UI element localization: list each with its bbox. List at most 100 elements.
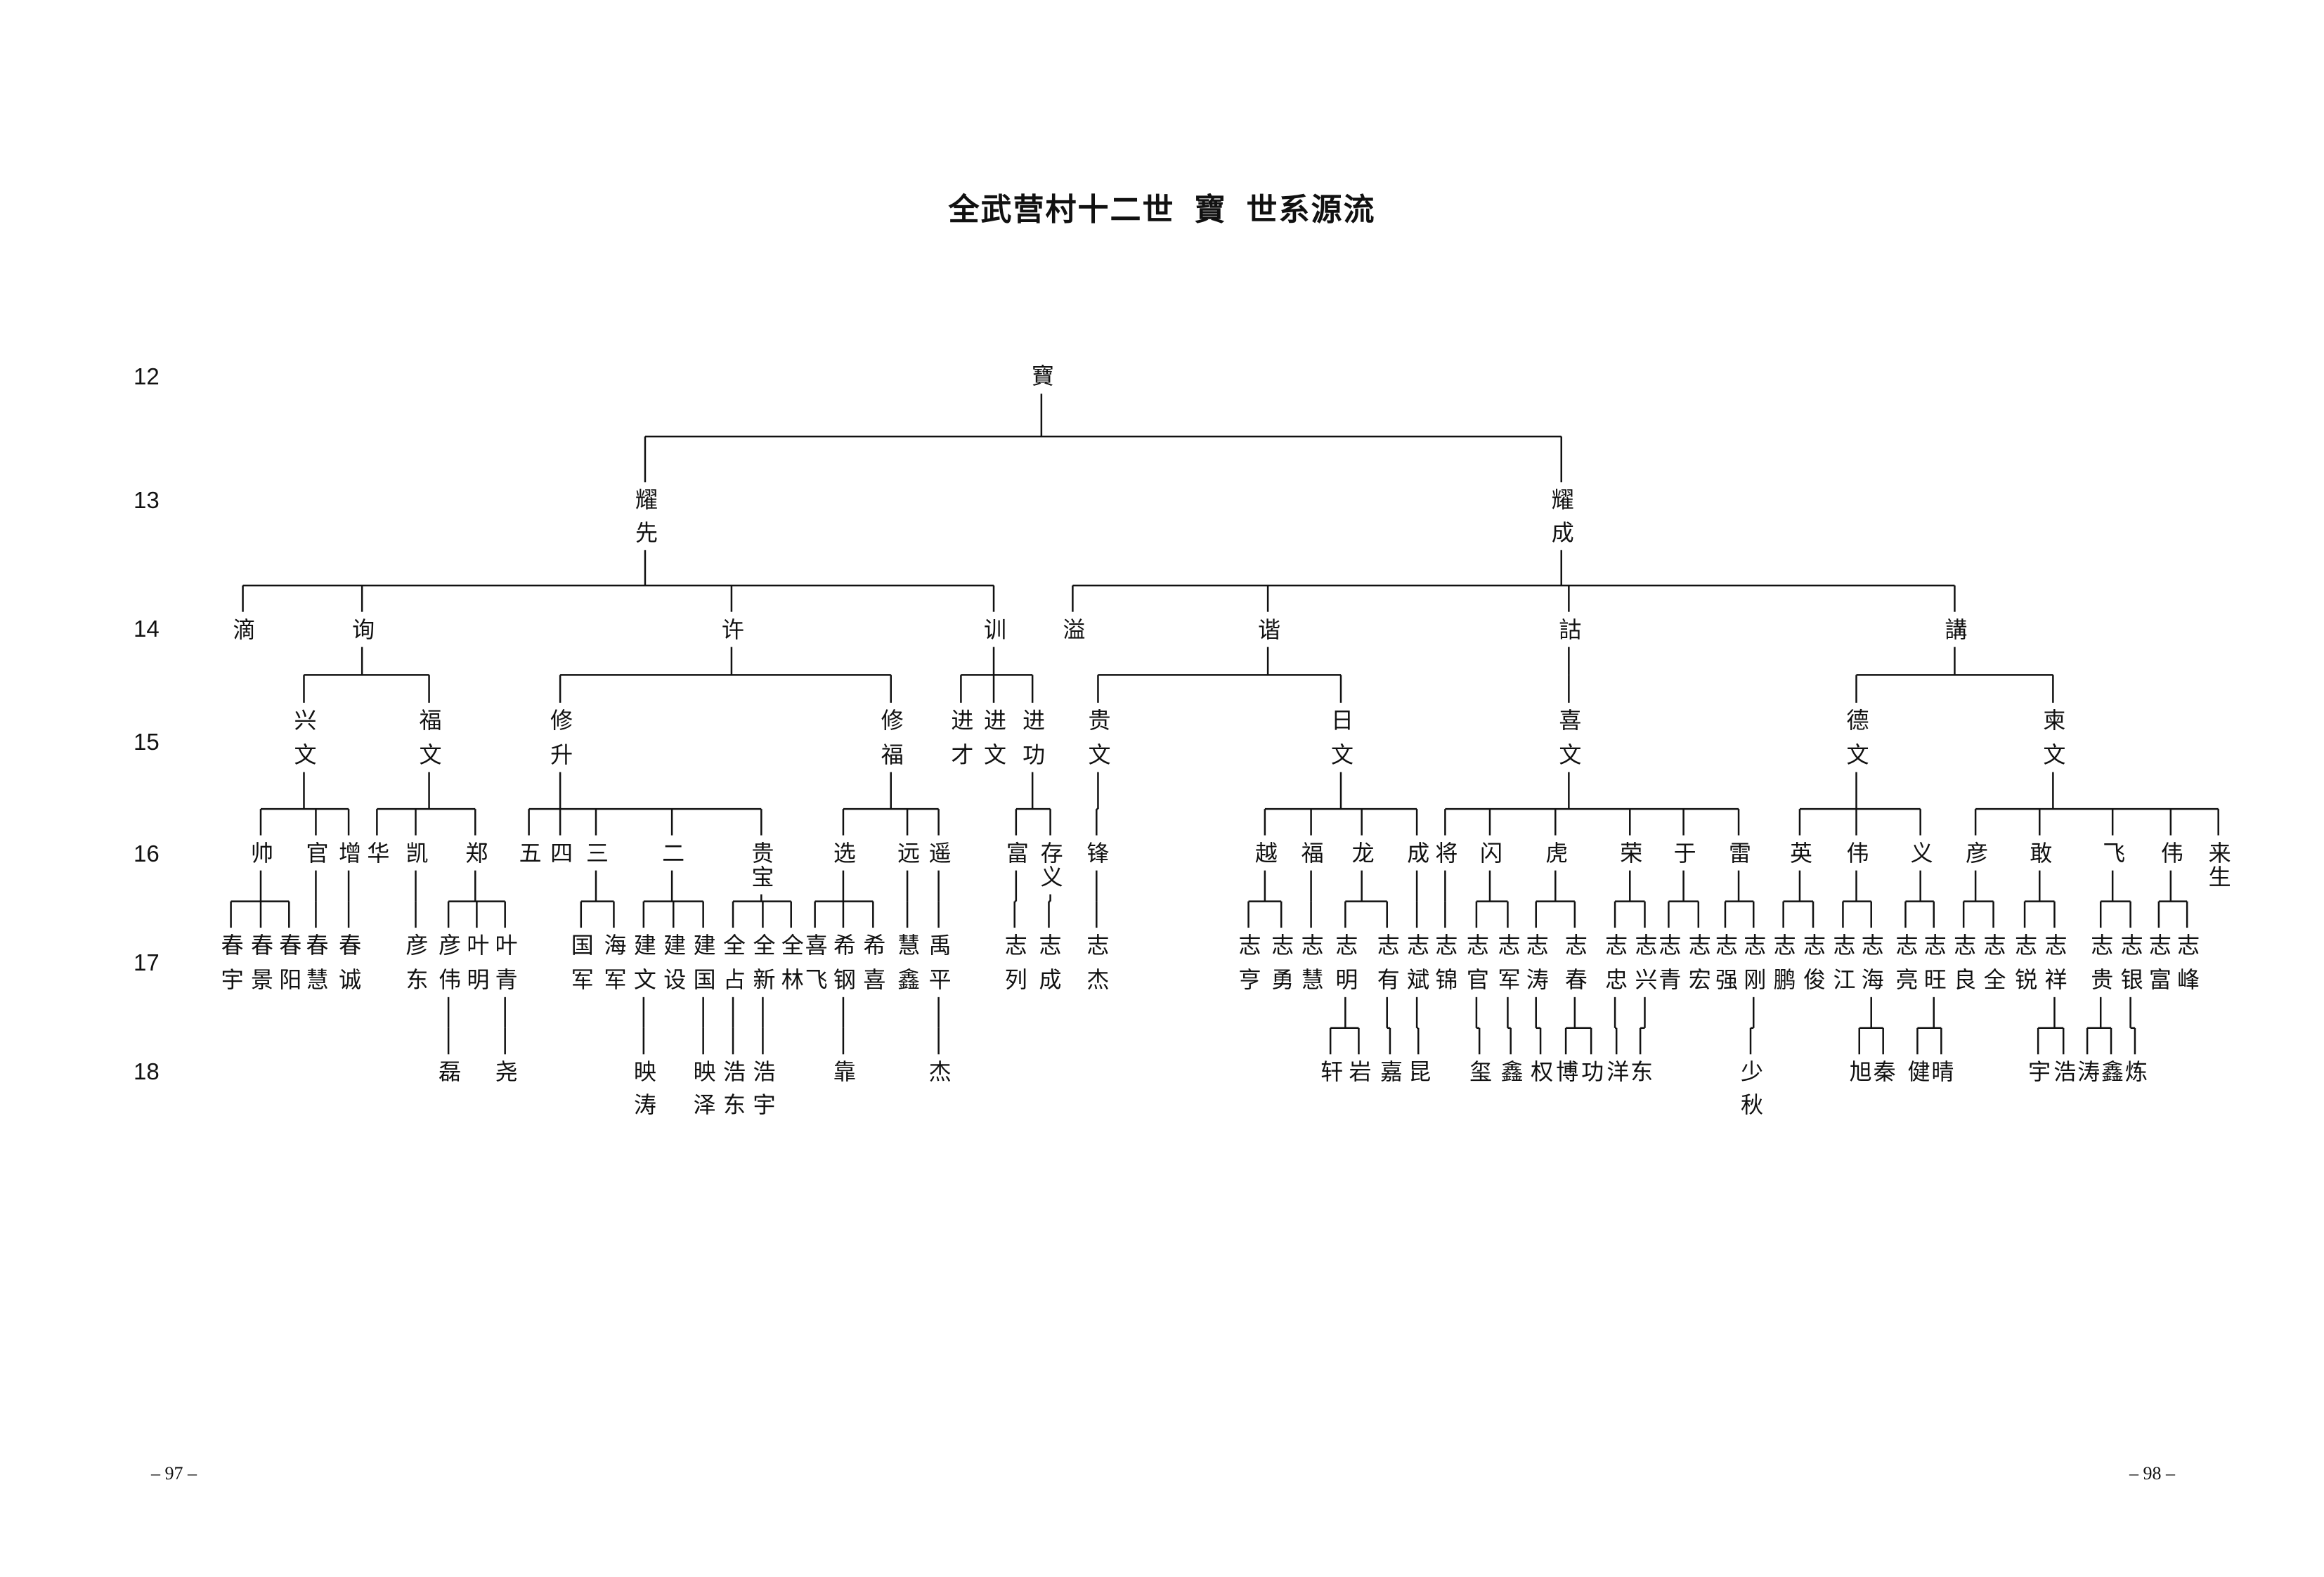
person-node: 五	[515, 841, 543, 865]
person-node: 志锐	[2011, 933, 2039, 1002]
person-node: 鑫	[2098, 1060, 2125, 1093]
person-node: 志明	[1332, 933, 1359, 1002]
person-node: 兴文	[290, 708, 318, 777]
person-node: 喜文	[1555, 708, 1583, 777]
person-node: 志慧	[1297, 933, 1325, 1002]
person-node: 谐	[1254, 617, 1282, 651]
person-node: 志青	[1655, 933, 1682, 1002]
person-node: 虎	[1542, 841, 1569, 865]
person-node: 志富	[2145, 933, 2172, 1002]
person-node: 春慧	[302, 933, 330, 1002]
person-node: 洋	[1603, 1060, 1630, 1093]
person-node: 志祥	[2041, 933, 2068, 1002]
person-node: 贵文	[1084, 708, 1112, 777]
person-node: 志旺	[1920, 933, 1947, 1002]
generation-label: 12	[134, 363, 160, 389]
person-node: 詁	[1555, 617, 1583, 651]
person-node: 志峰	[2174, 933, 2201, 1002]
person-node: 建设	[660, 933, 687, 1002]
person-node: 志江	[1829, 933, 1857, 1002]
person-node: 志涛	[1522, 933, 1550, 1002]
person-node: 叶明	[463, 933, 491, 1002]
person-node: 日文	[1327, 708, 1354, 777]
person-node: 志忠	[1602, 933, 1629, 1002]
person-node: 博	[1552, 1060, 1580, 1093]
person-node: 志斌	[1403, 933, 1431, 1002]
person-node: 许	[718, 617, 745, 651]
person-node: 耀先	[631, 488, 658, 554]
person-node: 功	[1578, 1060, 1605, 1093]
person-node: 敢	[2026, 841, 2053, 865]
person-node: 国军	[567, 933, 595, 1002]
person-node: 希钢	[829, 933, 857, 1002]
person-node: 遥	[925, 841, 952, 865]
person-node: 浩东	[720, 1060, 747, 1126]
person-node: 志兴	[1631, 933, 1658, 1002]
generation-label: 17	[134, 949, 160, 975]
person-node: 柬文	[2039, 708, 2067, 777]
person-node: 志亮	[1892, 933, 1919, 1002]
person-node: 凯	[402, 841, 429, 865]
person-node: 志海	[1857, 933, 1885, 1002]
person-node: 涛	[2074, 1060, 2101, 1093]
person-node: 叶青	[491, 933, 519, 1002]
person-node: 锋	[1083, 841, 1110, 865]
person-node: 志列	[1001, 933, 1028, 1002]
person-node: 远	[894, 841, 921, 865]
person-node: 映涛	[630, 1060, 657, 1126]
person-node: 少秋	[1737, 1060, 1764, 1126]
person-node: 彦东	[402, 933, 429, 1002]
person-node: 修福	[877, 708, 904, 777]
person-node: 进功	[1019, 708, 1046, 777]
person-node: 慧鑫	[894, 933, 921, 1002]
page-number-right: – 98 –	[2129, 1463, 2175, 1484]
person-node: 志有	[1373, 933, 1401, 1002]
person-node: 郑	[462, 841, 489, 865]
person-node: 贵宝	[748, 841, 775, 889]
person-node: 岩	[1345, 1060, 1372, 1093]
person-node: 将	[1432, 841, 1459, 865]
person-node: 进文	[980, 708, 1008, 777]
person-node: 尧	[491, 1060, 519, 1093]
person-node: 講	[1941, 617, 1968, 651]
person-node: 飞	[2099, 841, 2127, 865]
person-node: 磊	[435, 1060, 462, 1093]
person-node: 靠	[829, 1060, 857, 1093]
person-node: 禹平	[925, 933, 952, 1002]
person-node: 炼	[2121, 1060, 2148, 1093]
person-node: 全占	[720, 933, 747, 1002]
person-node: 志贵	[2087, 933, 2115, 1002]
page-number-left: – 97 –	[151, 1463, 197, 1484]
person-node: 雷	[1725, 841, 1753, 865]
generation-label: 16	[134, 841, 160, 867]
person-node: 闪	[1476, 841, 1503, 865]
person-node: 志银	[2117, 933, 2144, 1002]
generation-label: 13	[134, 487, 160, 513]
generation-label: 18	[134, 1058, 160, 1084]
person-node: 春宇	[217, 933, 245, 1002]
person-node: 志亨	[1235, 933, 1262, 1002]
person-node: 存义	[1037, 841, 1064, 889]
person-node: 官	[302, 841, 330, 865]
person-node: 权	[1527, 1060, 1554, 1093]
person-node: 增	[335, 841, 363, 865]
person-node: 帅	[247, 841, 274, 865]
person-node: 德文	[1843, 708, 1870, 777]
person-node: 越	[1251, 841, 1278, 865]
person-node: 荣	[1616, 841, 1644, 865]
person-node: 志俊	[1800, 933, 1827, 1002]
person-node: 全林	[777, 933, 805, 1002]
person-node: 四	[547, 841, 574, 865]
generation-label: 14	[134, 616, 160, 642]
person-node: 志官	[1462, 933, 1490, 1002]
person-node: 春阳	[275, 933, 303, 1002]
person-node: 宇	[2025, 1060, 2052, 1093]
person-node: 志良	[1950, 933, 1978, 1002]
person-node: 东	[1627, 1060, 1654, 1093]
person-node: 旭	[1845, 1060, 1873, 1093]
person-node: 富	[1002, 841, 1030, 865]
person-node: 志全	[1980, 933, 2007, 1002]
person-node: 寶	[1027, 364, 1055, 397]
